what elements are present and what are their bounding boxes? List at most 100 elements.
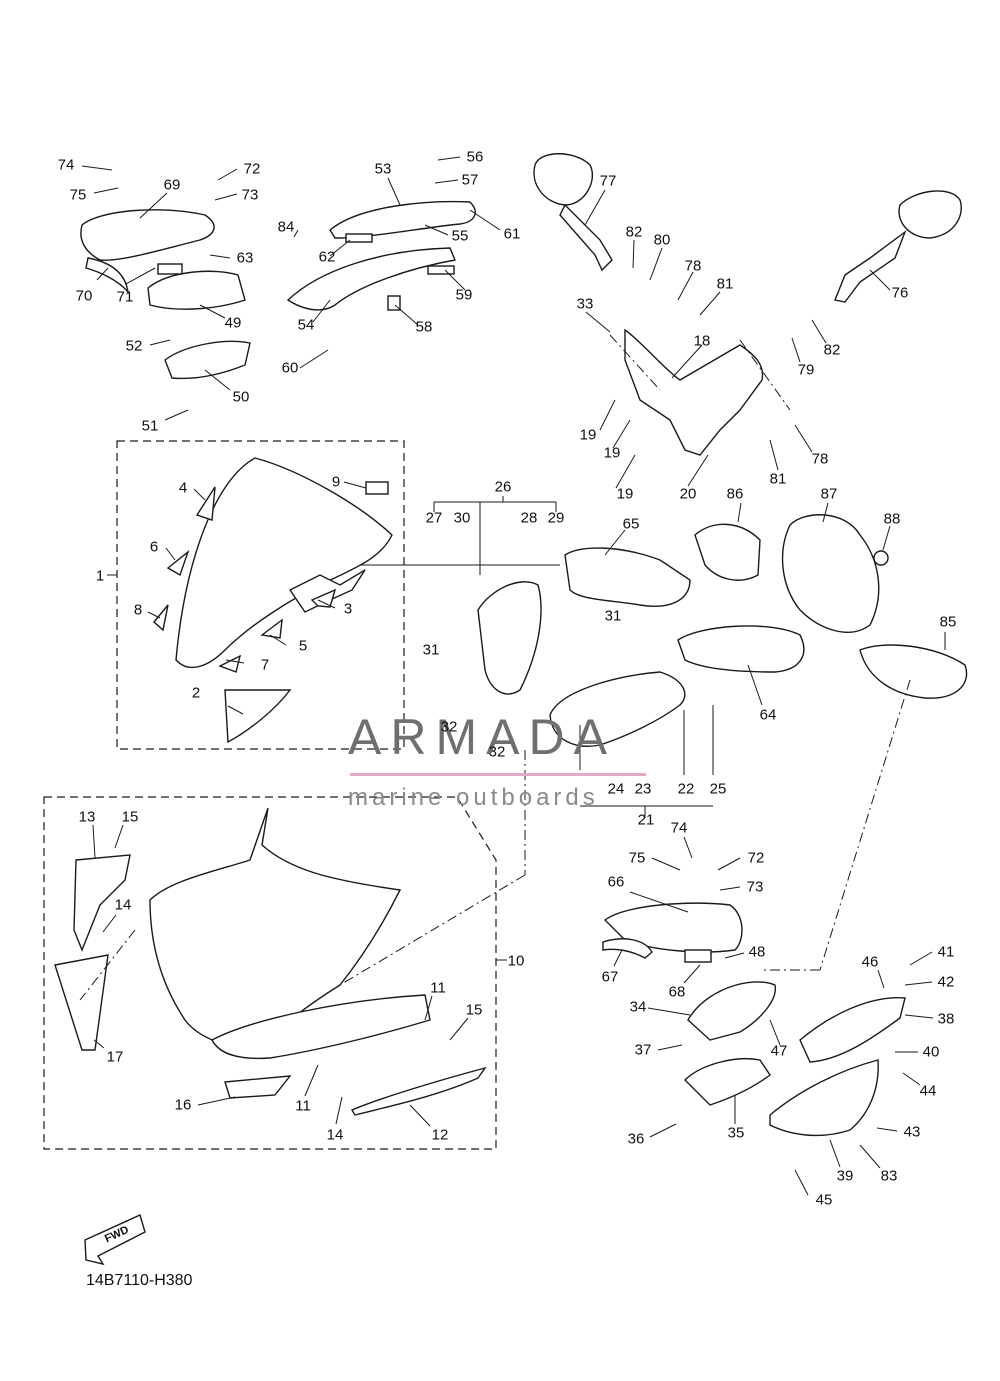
callout-label: 65	[622, 515, 640, 533]
callout-label: 9	[331, 473, 341, 491]
callout-label: 54	[297, 316, 315, 334]
callout-label: 40	[922, 1043, 940, 1061]
callout-label: 47	[770, 1042, 788, 1060]
callout-label: 64	[759, 706, 777, 724]
callout-label: 72	[243, 160, 261, 178]
center-duct-parts	[477, 581, 686, 747]
callout-label: 30	[453, 509, 471, 527]
callout-label: 36	[627, 1130, 645, 1148]
callout-label: 43	[903, 1123, 921, 1141]
callout-label: 24	[607, 780, 625, 798]
callout-label: 77	[599, 172, 617, 190]
callout-label: 46	[861, 953, 879, 971]
callout-label: 32	[440, 718, 458, 736]
callout-label: 79	[797, 361, 815, 379]
callout-label: 53	[374, 160, 392, 178]
callout-label: 14	[114, 896, 132, 914]
callout-label: 17	[106, 1048, 124, 1066]
callout-label: 63	[236, 249, 254, 267]
front-cowling-part	[54, 807, 487, 1116]
callout-label: 15	[121, 808, 139, 826]
air-duct-parts	[564, 514, 968, 699]
callout-label: 16	[174, 1096, 192, 1114]
callout-label: 78	[684, 257, 702, 275]
callout-label: 25	[709, 780, 727, 798]
callout-label: 86	[726, 485, 744, 503]
callout-label: 49	[224, 314, 242, 332]
callout-label: 69	[163, 176, 181, 194]
assembly-lines	[79, 334, 911, 1001]
callout-label: 12	[431, 1126, 449, 1144]
callout-label: 74	[57, 156, 75, 174]
callout-label: 52	[125, 337, 143, 355]
callout-label: 55	[451, 227, 469, 245]
callout-label: 44	[919, 1082, 937, 1100]
callout-label: 26	[494, 478, 512, 496]
watermark-brand: ARMADA	[348, 709, 616, 765]
callout-label: 14	[326, 1126, 344, 1144]
callout-label: 10	[507, 952, 525, 970]
callout-label: 48	[748, 943, 766, 961]
callout-label: 80	[653, 231, 671, 249]
callout-label: 66	[607, 873, 625, 891]
callout-label: 60	[281, 359, 299, 377]
callout-label: 68	[668, 983, 686, 1001]
side-panel-parts	[602, 902, 906, 1137]
callout-label: 73	[746, 878, 764, 896]
callout-label: 72	[747, 849, 765, 867]
callout-label: 27	[425, 509, 443, 527]
callout-label: 15	[465, 1001, 483, 1019]
callout-label: 31	[604, 607, 622, 625]
callout-label: 62	[318, 248, 336, 266]
callout-label: 73	[241, 186, 259, 204]
callout-label: 8	[133, 601, 143, 619]
callout-label: 33	[576, 295, 594, 313]
callout-label: 74	[670, 819, 688, 837]
diagram-code: 14B7110-H380	[86, 1272, 193, 1289]
cowling-stay-part	[624, 328, 764, 456]
mirror-parts	[533, 153, 962, 303]
callout-label: 21	[637, 811, 655, 829]
callout-label: 45	[815, 1191, 833, 1209]
callout-label: 35	[727, 1124, 745, 1142]
callout-label: 4	[178, 479, 188, 497]
callout-label: 59	[455, 286, 473, 304]
callout-label: 28	[520, 509, 538, 527]
callout-label: 34	[629, 998, 647, 1016]
callout-label: 58	[415, 318, 433, 336]
group-box-front-cowling	[43, 796, 497, 1150]
callout-label: 83	[880, 1167, 898, 1185]
callout-label: 6	[149, 538, 159, 556]
callout-label: 70	[75, 287, 93, 305]
callout-label: 13	[78, 808, 96, 826]
callout-label: 7	[260, 656, 270, 674]
fwd-arrow-icon	[84, 1214, 146, 1266]
callout-label: 2	[191, 684, 201, 702]
callout-label: 22	[677, 780, 695, 798]
callout-label: 19	[603, 444, 621, 462]
callout-label: 32	[488, 743, 506, 761]
callout-label: 57	[461, 171, 479, 189]
callout-label: 76	[891, 284, 909, 302]
inner-panel-parts	[80, 209, 251, 380]
stay-bracket-parts	[286, 200, 476, 311]
callout-label: 3	[343, 600, 353, 618]
windscreen-part	[153, 457, 393, 744]
callout-label: 19	[579, 426, 597, 444]
callout-label: 56	[466, 148, 484, 166]
group-box-windscreen	[116, 440, 405, 750]
callout-label: 31	[422, 641, 440, 659]
callout-label: 78	[811, 450, 829, 468]
callout-label: 50	[232, 388, 250, 406]
callout-label: 41	[937, 943, 955, 961]
callout-label: 20	[679, 485, 697, 503]
callout-label: 75	[69, 186, 87, 204]
callout-label: 19	[616, 485, 634, 503]
watermark-tagline: marine outboards	[348, 784, 599, 811]
callout-label: 85	[939, 613, 957, 631]
callout-label: 38	[937, 1010, 955, 1028]
leader-lines	[81, 156, 946, 1196]
callout-label: 81	[769, 470, 787, 488]
callout-label: 11	[295, 1097, 311, 1115]
